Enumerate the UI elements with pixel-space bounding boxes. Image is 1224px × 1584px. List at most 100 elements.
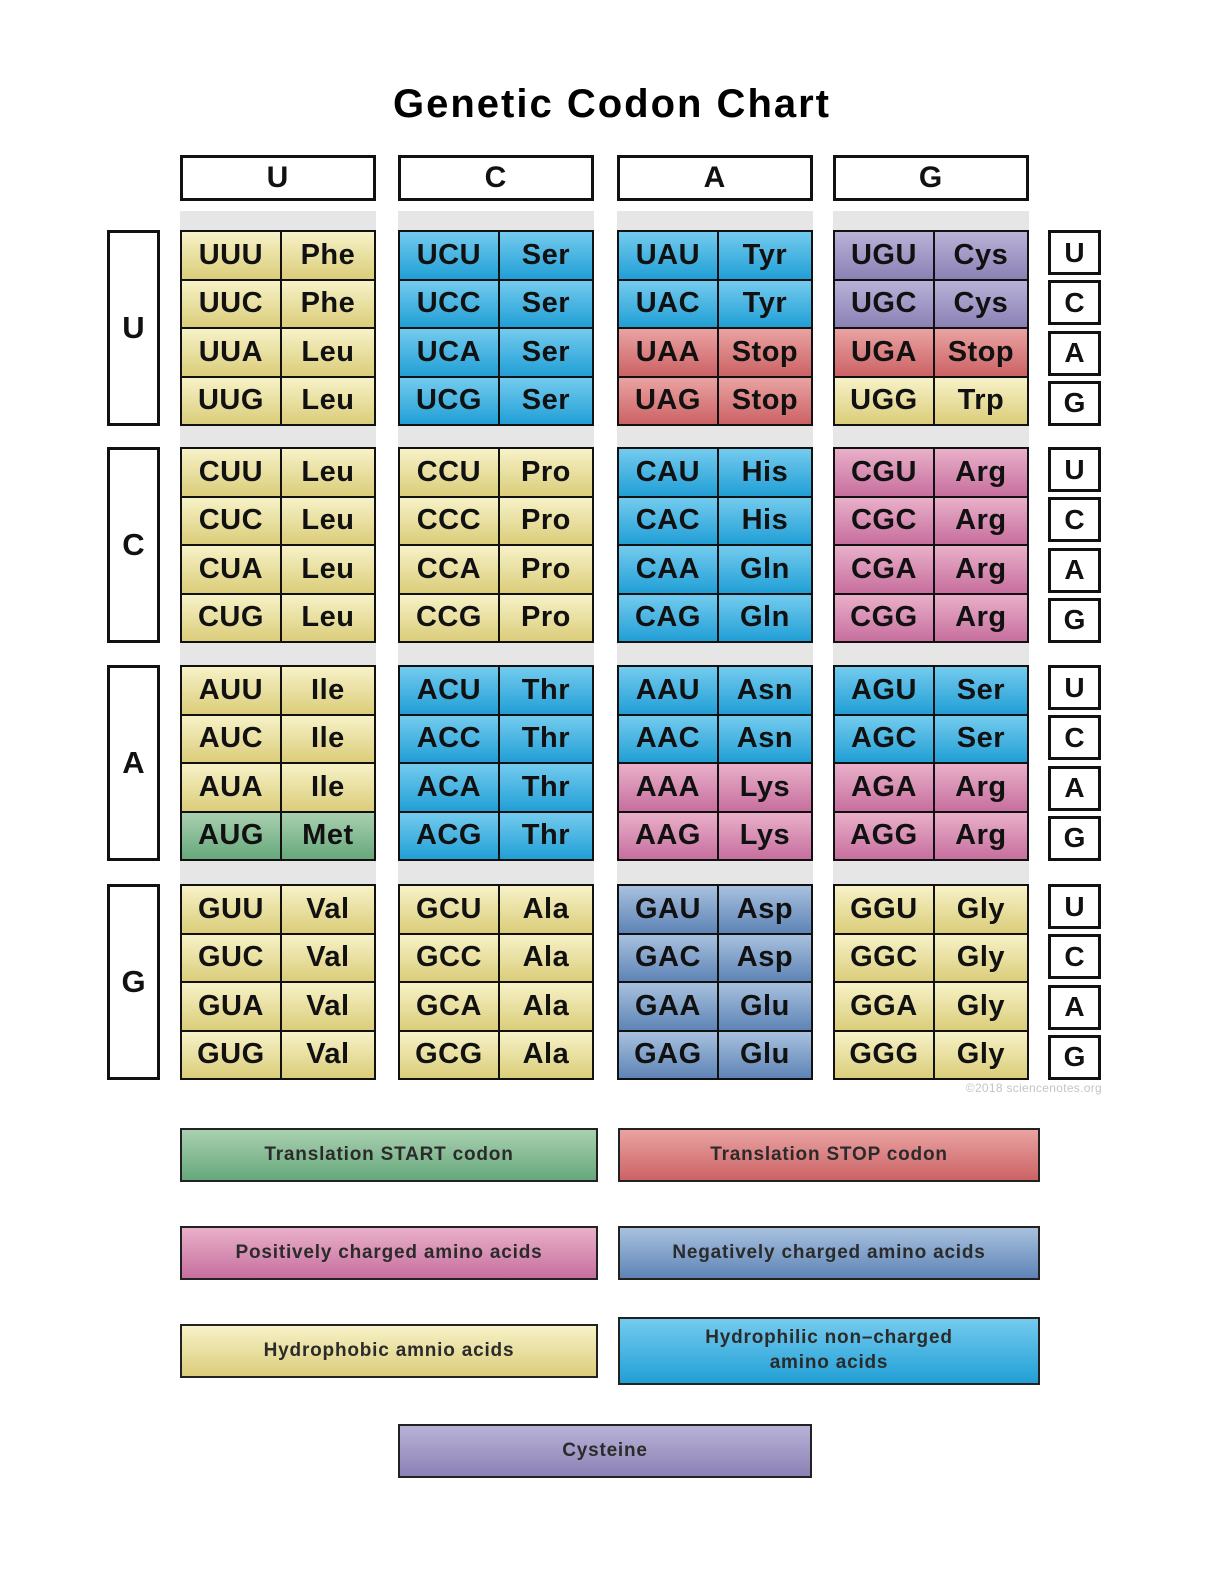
amino-acid-cell: Cys xyxy=(953,238,1009,271)
amino-acid-cell: Ser xyxy=(521,335,571,368)
third-base-label-A: A xyxy=(1048,765,1101,811)
amino-acid-cell: Thr xyxy=(521,770,571,803)
amino-acid-cell: Ser xyxy=(521,238,571,271)
third-base-label-U: U xyxy=(1048,230,1101,275)
codon-cell: ACA xyxy=(400,764,500,811)
third-base-label-G: G xyxy=(1048,597,1101,643)
codon-cell: UUU xyxy=(182,232,282,279)
codon-cell: CCG xyxy=(400,594,500,641)
codon-cell: AAU xyxy=(619,667,719,714)
codon-cell: CGU xyxy=(835,449,935,496)
codon-cell: GCA xyxy=(400,983,500,1030)
legend-start-codon: Translation START codon xyxy=(180,1128,598,1182)
codon-cell: ACC xyxy=(400,715,500,762)
amino-acid-cell: Ala xyxy=(522,989,570,1022)
amino-acid-cell: Arg xyxy=(955,504,1007,537)
codon-row-UGU: UGU Cys xyxy=(835,232,1027,279)
codon-cell: UGA xyxy=(835,329,935,376)
codon-cell: GAC xyxy=(619,934,719,981)
amino-acid-cell: Phe xyxy=(300,238,356,271)
third-base-label-A: A xyxy=(1048,547,1101,593)
codon-row-GCU: GCU Ala xyxy=(400,886,592,933)
codon-cell: GUG xyxy=(182,1031,282,1078)
amino-acid-cell: Val xyxy=(306,941,350,974)
third-base-label-C: C xyxy=(1048,715,1101,761)
codon-cell: ACG xyxy=(400,812,500,859)
codon-cell: AAA xyxy=(619,764,719,811)
second-base-header-U: U xyxy=(180,155,376,201)
amino-acid-cell: Asn xyxy=(736,673,794,706)
codon-row-UUU: UUU Phe xyxy=(182,232,374,279)
codon-cell: AGA xyxy=(835,764,935,811)
amino-acid-cell: Trp xyxy=(957,384,1005,417)
amino-acid-cell: Pro xyxy=(520,552,571,585)
first-base-label-C: C xyxy=(107,447,160,643)
codon-cell: CUG xyxy=(182,594,282,641)
third-base-label-C: C xyxy=(1048,934,1101,980)
third-base-label-U: U xyxy=(1048,884,1101,929)
third-base-label-C: C xyxy=(1048,280,1101,326)
codon-cell: GUC xyxy=(182,934,282,981)
second-base-header-G: G xyxy=(833,155,1029,201)
amino-acid-cell: Asp xyxy=(736,941,794,974)
codon-row-AAU: AAU Asn xyxy=(619,667,811,714)
codon-cell: GCG xyxy=(400,1031,500,1078)
legend-positively-charged: Positively charged amino acids xyxy=(180,1226,598,1280)
codon-cell: AAG xyxy=(619,812,719,859)
amino-acid-cell: Ala xyxy=(522,892,570,925)
watermark: ©2018 sciencenotes.org xyxy=(965,1081,1102,1095)
amino-acid-cell: Val xyxy=(306,1038,350,1071)
amino-acid-cell: Val xyxy=(306,892,350,925)
third-base-label-G: G xyxy=(1048,380,1101,426)
codon-row-CCC: CCC Pro xyxy=(400,495,592,544)
legend-stop-codon: Translation STOP codon xyxy=(618,1128,1040,1182)
amino-acid-cell: Phe xyxy=(300,287,356,320)
amino-acid-cell: Leu xyxy=(301,552,355,585)
codon-cell: GCU xyxy=(400,886,500,933)
first-base-label-G: G xyxy=(107,884,160,1080)
amino-acid-cell: Val xyxy=(306,989,350,1022)
amino-acid-cell: Leu xyxy=(301,601,355,634)
codon-cell: UGU xyxy=(835,232,935,279)
codon-cell: GGU xyxy=(835,886,935,933)
amino-acid-cell: His xyxy=(741,455,789,488)
amino-acid-cell: Arg xyxy=(955,819,1007,852)
codon-cell: UAA xyxy=(619,329,719,376)
amino-acid-cell: Arg xyxy=(955,601,1007,634)
amino-acid-cell: Gly xyxy=(956,1038,1006,1071)
first-base-label-A: A xyxy=(107,665,160,861)
codon-cell: CCC xyxy=(400,497,500,544)
third-base-label-U: U xyxy=(1048,447,1101,492)
amino-acid-cell: Thr xyxy=(521,722,571,755)
amino-acid-cell: Pro xyxy=(520,504,571,537)
amino-acid-cell: Leu xyxy=(301,504,355,537)
codon-cell: AUA xyxy=(182,764,282,811)
